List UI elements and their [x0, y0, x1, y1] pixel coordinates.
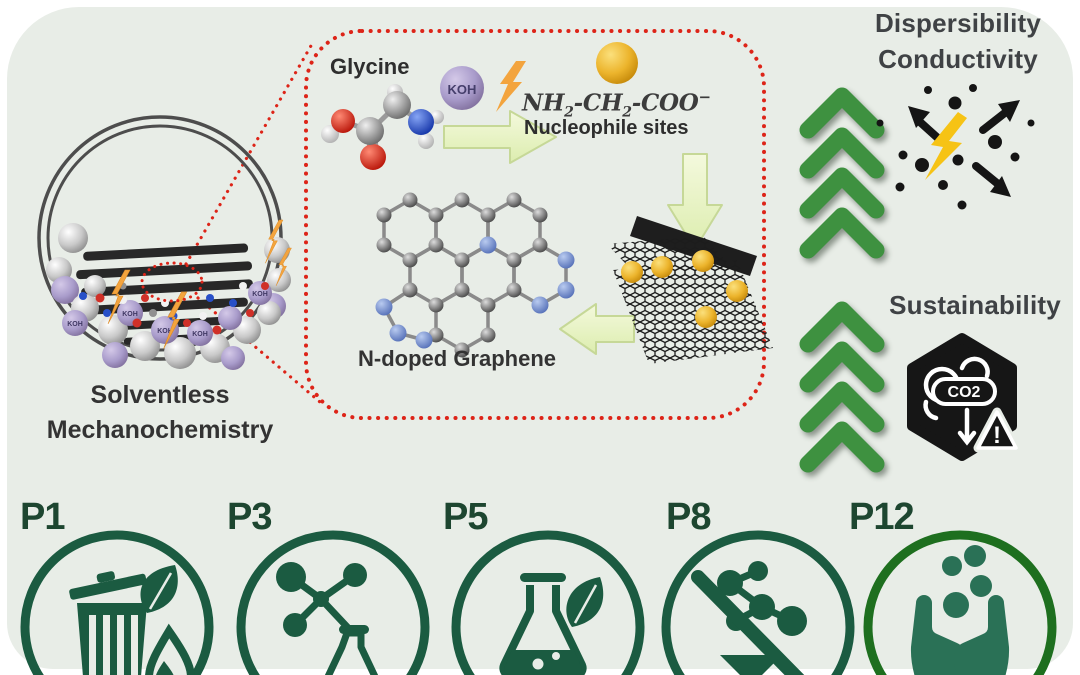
svg-text:KOH: KOH	[252, 291, 268, 298]
koh-ball: KOH	[440, 66, 484, 110]
ball-mill-jar: KOH KOH KOH KOH KOH	[37, 115, 292, 370]
principle-label-p1: P1	[20, 496, 65, 538]
sustainability-label: Sustainability	[889, 290, 1061, 320]
conductivity-label: Conductivity	[878, 44, 1038, 74]
functionalized-graphene-sheets	[607, 216, 773, 364]
flask-leaf-icon	[451, 530, 645, 675]
ndoped-graphene-label: N-doped Graphene	[358, 346, 557, 371]
principle-label-p8: P8	[666, 496, 711, 538]
zoom-source-circle	[140, 261, 204, 303]
glycine-label: Glycine	[330, 54, 410, 79]
trash-leaf-drop-icon	[20, 530, 214, 675]
principle-label-p5: P5	[443, 496, 488, 538]
lightning-icon	[925, 112, 967, 180]
warning-triangle-icon: !	[973, 407, 1021, 453]
gold-ball	[596, 42, 638, 84]
nucleophile-sites-label: Nucleophile sites	[524, 117, 689, 139]
svg-text:KOH: KOH	[448, 82, 477, 97]
milling-balls-front	[62, 275, 281, 370]
glycine-molecule	[321, 84, 444, 170]
molecule-flask-icon	[236, 530, 430, 675]
svg-text:CO2: CO2	[948, 384, 981, 401]
arrow-left-icon	[559, 303, 635, 355]
principle-label-p12: P12	[849, 496, 915, 538]
increase-chevrons-top	[799, 87, 885, 259]
svg-text:KOH: KOH	[192, 331, 208, 338]
koh-ball-labels: KOH KOH KOH KOH KOH	[67, 291, 268, 338]
reagent-atoms	[79, 282, 269, 335]
n-doped-graphene-lattice	[375, 192, 575, 358]
principle-label-p3: P3	[227, 496, 272, 538]
no-derivatives-icon	[661, 530, 855, 675]
co2-reduction-icon: CO2 !	[907, 333, 1021, 461]
increase-chevrons-bottom	[799, 301, 885, 473]
hands-catching-atoms-icon	[863, 530, 1057, 675]
nucleophile-formula: NH2-CH2-COO−	[522, 88, 711, 121]
svg-text:KOH: KOH	[67, 321, 83, 328]
conductivity-dispersion-icon	[876, 84, 1035, 210]
arrow-down-icon	[667, 153, 723, 250]
dispersibility-label: Dispersibility	[874, 8, 1042, 38]
energy-bolt-icon	[496, 61, 526, 112]
svg-text:KOH: KOH	[157, 328, 173, 335]
arrow-right-icon	[443, 110, 557, 164]
svg-text:!: !	[993, 422, 1001, 449]
svg-text:KOH: KOH	[122, 311, 138, 318]
mill-caption: Solventless Mechanochemistry	[46, 381, 274, 444]
zoom-callout-box	[304, 29, 766, 420]
nitrogen-atoms	[375, 236, 575, 349]
